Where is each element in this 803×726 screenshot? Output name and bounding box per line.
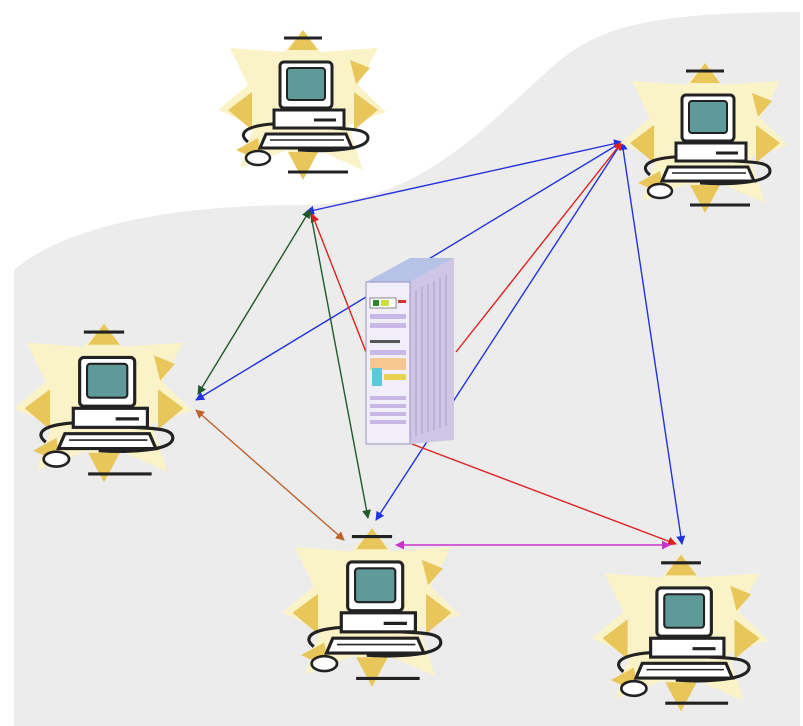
link-topright-server bbox=[455, 141, 623, 353]
link-topleft-left bbox=[197, 209, 311, 395]
server-tower-icon bbox=[365, 258, 454, 445]
link-left-bottomcenter bbox=[195, 409, 345, 541]
computer-top-left bbox=[218, 30, 388, 180]
link-topright-bottomright bbox=[618, 141, 686, 545]
desktop-computer-icon bbox=[218, 30, 388, 180]
link-topleft-bottomcenter bbox=[309, 209, 371, 519]
link-server-bottomright bbox=[411, 443, 677, 546]
connection-lines bbox=[195, 139, 686, 550]
server-tower bbox=[365, 258, 454, 445]
link-server-topleft bbox=[310, 213, 367, 353]
link-topright-bottomcenter bbox=[375, 141, 623, 521]
link-topright-topleft bbox=[305, 139, 623, 215]
